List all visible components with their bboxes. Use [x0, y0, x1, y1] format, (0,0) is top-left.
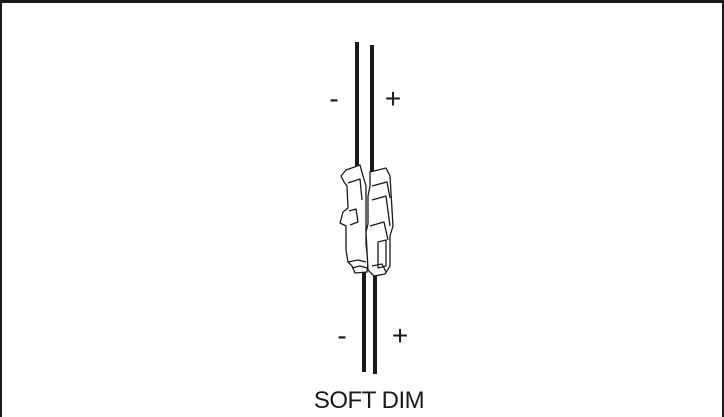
connector-housing [339, 164, 394, 277]
top-wire-pair [355, 42, 374, 178]
bottom-wire-pair [362, 272, 377, 374]
bottom-negative-label: - [337, 320, 346, 351]
caption-label: SOFT DIM [314, 387, 424, 414]
top-negative-label: - [329, 83, 338, 114]
bottom-positive-label: + [392, 320, 408, 351]
top-positive-label: + [385, 83, 401, 114]
